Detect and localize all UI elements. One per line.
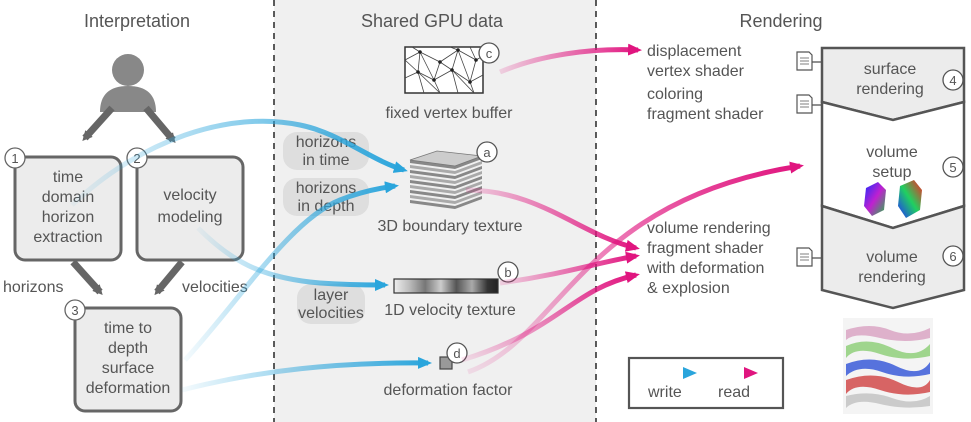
header-interpretation: Interpretation	[84, 11, 190, 31]
step2-box: 2 velocity modeling	[126, 147, 245, 262]
vertex-buffer-label: fixed vertex buffer	[386, 105, 514, 122]
edge-label-velocities: velocities	[182, 279, 248, 296]
badge-c	[478, 42, 500, 64]
step3-number: 3	[71, 303, 78, 318]
render6-line2: rendering	[858, 269, 926, 286]
volume-shader-line4: & explosion	[647, 280, 730, 297]
boundary-layer-edge	[410, 156, 482, 169]
step3-box: 3 time to depth surface deformation	[64, 299, 183, 413]
render4-line2: rendering	[856, 81, 924, 98]
boundary-layer-edge	[410, 196, 482, 209]
boundary-texture-stack	[409, 150, 483, 209]
read-arrow-deformation	[461, 271, 640, 363]
render5-number: 5	[949, 160, 956, 175]
bubble-horizons-in-depth: horizons in depth	[283, 178, 369, 216]
displacement-line1: displacement	[647, 43, 742, 60]
write-arrow-horizons-in-depth	[183, 181, 399, 362]
step3-line3: surface	[102, 360, 155, 377]
step1-line3: horizon	[42, 209, 94, 226]
badge-a	[476, 141, 498, 163]
read-arrow-volume-setup	[467, 161, 804, 375]
step3-line4: deformation	[86, 380, 171, 397]
render-step5-volume-setup: volume setup 5	[820, 100, 966, 230]
boundary-layer-edge	[410, 176, 482, 189]
volume-shader-line3: with deformation	[646, 260, 764, 277]
bubble-horizons-in-time: horizons in time	[283, 132, 369, 170]
write-arrow-horizons-in-time	[70, 118, 408, 207]
coloring-line2: fragment shader	[647, 106, 764, 123]
badge-b-letter: b	[504, 265, 511, 280]
legend-read-label: read	[718, 384, 750, 401]
badge-d-letter: d	[453, 346, 460, 361]
read-arrow-vertex-buffer	[499, 43, 642, 75]
step1-box: 1 time domain horizon extraction	[4, 147, 123, 262]
document-icon-displacement	[796, 51, 822, 71]
step1-line1: time	[53, 169, 83, 186]
volume-shader-line2: fragment shader	[647, 240, 764, 257]
velocity-texture-label: 1D velocity texture	[384, 302, 516, 319]
bubble-layer-line1: layer	[314, 287, 349, 304]
legend-write-label: write	[647, 384, 682, 401]
edge-label-horizons: horizons	[3, 279, 63, 296]
boundary-layer-edge	[410, 181, 482, 194]
header-shared-gpu-data: Shared GPU data	[361, 11, 504, 31]
coloring-line1: coloring	[647, 86, 703, 103]
header-rendering: Rendering	[739, 11, 822, 31]
render5-line2: setup	[872, 164, 911, 181]
render4-line1: surface	[864, 61, 917, 78]
bubble-time-line2: in time	[302, 152, 349, 169]
step1-number: 1	[11, 151, 18, 166]
document-icon-volume	[796, 247, 822, 267]
render6-line1: volume	[866, 249, 918, 266]
boundary-layer-edge	[410, 191, 482, 204]
render-step6-volume-rendering: volume rendering 6	[820, 204, 966, 310]
step3-line2: depth	[108, 340, 148, 357]
rendered-volume-thumbnail	[843, 318, 933, 414]
legend-box: write read	[627, 356, 785, 410]
step2-line2: modeling	[158, 209, 223, 226]
render-step4-surface: surface rendering 4	[820, 46, 966, 122]
step1-line4: extraction	[33, 229, 102, 246]
document-icon-coloring	[796, 94, 822, 114]
boundary-texture-label: 3D boundary texture	[378, 218, 523, 235]
write-arrow-deformation	[181, 356, 432, 393]
deformation-factor-label: deformation factor	[384, 382, 514, 399]
render5-line1: volume	[866, 144, 918, 161]
bubble-layer-velocities: layer velocities	[297, 284, 365, 324]
badge-c-letter: c	[486, 46, 493, 61]
badge-a-letter: a	[483, 145, 491, 160]
velocity-texture-strip	[393, 278, 499, 294]
boundary-layer-edge	[410, 166, 482, 179]
arrow-user-to-step2	[143, 105, 176, 144]
volume-shader-line1: volume rendering	[647, 220, 771, 237]
rgb-cube-icon-left	[864, 182, 886, 216]
render6-number: 6	[949, 249, 956, 264]
step3-line1: time to	[104, 320, 152, 337]
step2-line1: velocity	[163, 187, 216, 204]
rgb-cube-icon-right	[898, 180, 922, 218]
bubble-depth-line1: horizons	[296, 180, 356, 197]
arrow-user-to-step1	[82, 105, 115, 141]
bubble-layer-line2: velocities	[298, 305, 364, 322]
render4-number: 4	[949, 73, 956, 88]
arrow-step1-to-step3	[70, 259, 103, 295]
user-icon	[100, 54, 156, 112]
vertex-buffer-mesh	[404, 46, 484, 94]
read-arrow-velocity-texture	[499, 251, 640, 286]
write-arrow-layer-velocities	[196, 226, 389, 291]
boundary-layer-edge	[410, 171, 482, 184]
boundary-layer-edge	[410, 161, 482, 174]
arrow-step2-to-step3	[154, 259, 185, 296]
displacement-line2: vertex shader	[647, 63, 745, 80]
